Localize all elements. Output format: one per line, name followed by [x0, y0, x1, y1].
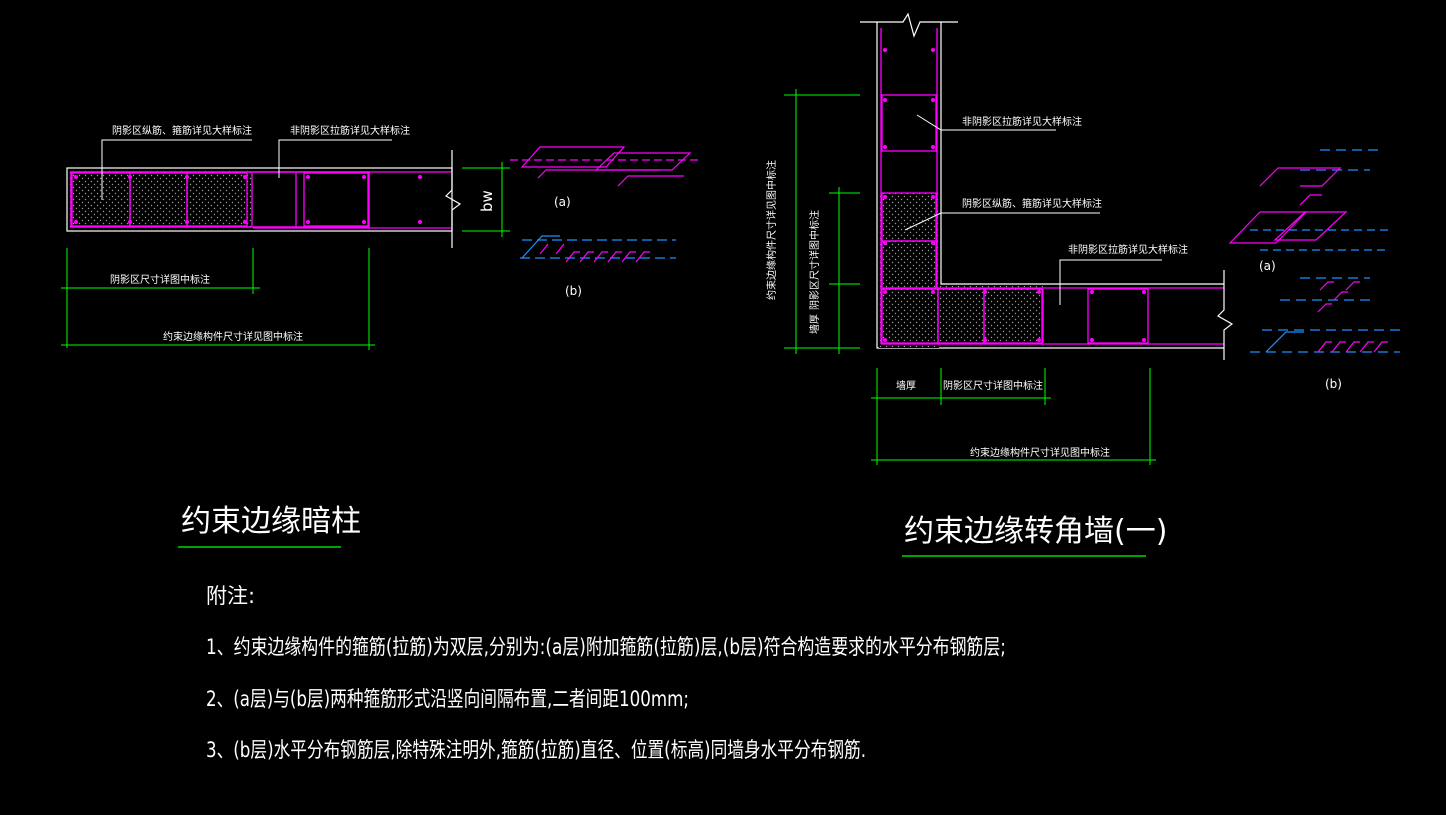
right-label-non-hidden-tie: 非阴影区拉筋详见大样标注 [962, 115, 1082, 128]
left-dim-bw-label: bw [478, 190, 496, 212]
left-stirrup-3 [186, 172, 248, 227]
right-sub-a-label: (a) [1259, 259, 1276, 273]
right-stirrup-h4 [1087, 288, 1149, 344]
right-horizontal-dims [871, 368, 1156, 465]
right-sub-b-label: (b) [1325, 377, 1342, 391]
left-sub-a-sketch [510, 146, 700, 187]
left-leader-1 [101, 139, 252, 200]
right-sub-b-sketch [1250, 277, 1400, 353]
right-dim-total: 约束边缘构件尺寸详见图中标注 [970, 446, 1110, 459]
left-sub-b-sketch [520, 235, 676, 263]
right-rebar-dots [883, 48, 1146, 342]
right-wall-outline [876, 22, 1224, 349]
right-label-non-hidden-tie-2: 非阴影区拉筋详见大样标注 [1068, 243, 1188, 256]
right-leader-2 [904, 212, 1100, 231]
right-stirrup-v3 [881, 240, 937, 289]
left-stirrup-4 [303, 172, 369, 227]
left-dim-hidden-label: 阴影区尺寸详图中标注 [110, 273, 210, 286]
right-sub-a-sketch [1228, 149, 1390, 251]
right-hidden-zone-vertical [879, 193, 939, 348]
right-dim-v-hidden: 阴影区尺寸详图中标注 [808, 210, 821, 310]
right-stirrup-h3 [983, 288, 1043, 344]
right-dim-hidden: 阴影区尺寸详图中标注 [943, 379, 1043, 392]
left-label-non-hidden-tie: 非阴影区拉筋详见大样标注 [290, 124, 410, 137]
right-leader-1 [916, 114, 1056, 131]
left-sub-b-label: (b) [565, 284, 582, 298]
note-item-2: 2、(a层)与(b层)两种箍筋形式沿竖向间隔布置,二者间距100mm; [206, 687, 689, 711]
left-rebar-dots [74, 175, 422, 224]
left-sub-a-label: (a) [554, 195, 571, 209]
left-title: 约束边缘暗柱 [181, 504, 361, 539]
right-dim-v-wall: 墙厚 [808, 314, 821, 334]
right-leader-3 [1059, 259, 1162, 305]
left-hidden-zone [69, 170, 253, 229]
note-item-3: 3、(b层)水平分布钢筋层,除特殊注明外,箍筋(拉筋)直径、位置(标高)同墙身水… [206, 738, 866, 762]
right-corner-detail: 非阴影区拉筋详见大样标注 阴影区纵筋、箍筋详见大样标注 非阴影区拉筋详见大样标注… [765, 12, 1400, 557]
right-stirrup-v1 [881, 94, 937, 152]
right-hidden-zone-horizontal [939, 286, 1043, 346]
right-wall-outline-inner [940, 22, 1224, 285]
right-break-right [1217, 270, 1234, 360]
note-item-1: 1、约束边缘构件的箍筋(拉筋)为双层,分别为:(a层)附加箍筋(拉筋)层,(b层… [206, 635, 1006, 659]
right-vertical-dims [784, 89, 860, 354]
left-column-detail: 阴影区纵筋、箍筋详见大样标注 非阴影区拉筋详见大样标注 bw 阴影区尺寸详图中标… [61, 124, 700, 548]
left-dim-total-label: 约束边缘构件尺寸详见图中标注 [163, 330, 303, 343]
left-dim-hidden [61, 248, 375, 350]
notes-heading: 附注: [206, 584, 255, 608]
right-title: 约束边缘转角墙(一) [904, 514, 1167, 549]
left-label-hidden-rebar: 阴影区纵筋、箍筋详见大样标注 [112, 124, 252, 137]
right-dim-v-total: 约束边缘构件尺寸详见图中标注 [765, 160, 778, 300]
left-break-line [445, 150, 462, 248]
right-dim-wall: 墙厚 [896, 379, 916, 392]
left-leader-2 [278, 139, 392, 178]
right-label-hidden-rebar: 阴影区纵筋、箍筋详见大样标注 [962, 197, 1102, 210]
right-break-top [860, 12, 958, 38]
left-rebar-loop [70, 171, 370, 228]
left-dim-bw [462, 162, 510, 237]
notes-block: 附注: 1、约束边缘构件的箍筋(拉筋)为双层,分别为:(a层)附加箍筋(拉筋)层… [206, 584, 1006, 762]
